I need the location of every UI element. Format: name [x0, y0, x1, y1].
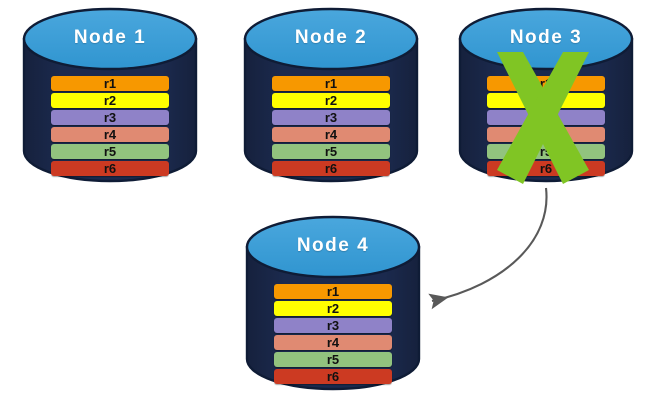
row-r4[interactable]: r4 [487, 127, 605, 142]
row-r6[interactable]: r6 [274, 369, 392, 384]
row-label: r3 [324, 110, 338, 125]
row-r6[interactable]: r6 [272, 161, 390, 176]
row-label: r2 [103, 93, 117, 108]
row-label: r4 [539, 127, 553, 142]
row-label: r4 [103, 127, 117, 142]
row-label: r2 [326, 301, 340, 316]
row-r4[interactable]: r4 [274, 335, 392, 350]
row-r4[interactable]: r4 [272, 127, 390, 142]
node-4-rows: r1 r2 r3 r4 r5 r6 [274, 284, 392, 386]
node-2-rows: r1 r2 r3 r4 r5 r6 [272, 76, 390, 178]
row-label: r4 [326, 335, 340, 350]
row-label: r5 [539, 144, 553, 159]
row-label: r6 [326, 369, 340, 384]
row-label: r2 [539, 93, 553, 108]
row-r1[interactable]: r1 [272, 76, 390, 91]
row-r5[interactable]: r5 [487, 144, 605, 159]
node-3-rows: r1 r2 r3 r4 r5 r6 [487, 76, 605, 178]
row-label: r1 [324, 76, 338, 91]
row-r2[interactable]: r2 [274, 301, 392, 316]
row-label: r5 [324, 144, 338, 159]
row-r3[interactable]: r3 [274, 318, 392, 333]
row-r3[interactable]: r3 [487, 110, 605, 125]
row-label: r5 [103, 144, 117, 159]
row-label: r4 [324, 127, 338, 142]
row-r3[interactable]: r3 [272, 110, 390, 125]
row-r2[interactable]: r2 [272, 93, 390, 108]
row-r5[interactable]: r5 [272, 144, 390, 159]
row-label: r3 [326, 318, 340, 333]
row-r5[interactable]: r5 [51, 144, 169, 159]
row-label: r2 [324, 93, 338, 108]
row-label: r3 [539, 110, 553, 125]
row-r4[interactable]: r4 [51, 127, 169, 142]
row-label: r3 [103, 110, 117, 125]
row-label: r1 [539, 76, 553, 91]
row-r2[interactable]: r2 [487, 93, 605, 108]
node-1-rows: r1 r2 r3 r4 r5 r6 [51, 76, 169, 178]
row-label: r6 [324, 161, 338, 176]
row-r1[interactable]: r1 [274, 284, 392, 299]
row-r6[interactable]: r6 [487, 161, 605, 176]
row-r5[interactable]: r5 [274, 352, 392, 367]
row-r1[interactable]: r1 [487, 76, 605, 91]
row-r2[interactable]: r2 [51, 93, 169, 108]
row-r1[interactable]: r1 [51, 76, 169, 91]
row-label: r6 [103, 161, 117, 176]
row-r3[interactable]: r3 [51, 110, 169, 125]
row-label: r1 [326, 284, 340, 299]
row-r6[interactable]: r6 [51, 161, 169, 176]
row-label: r6 [539, 161, 553, 176]
row-label: r5 [326, 352, 340, 367]
row-label: r1 [103, 76, 117, 91]
